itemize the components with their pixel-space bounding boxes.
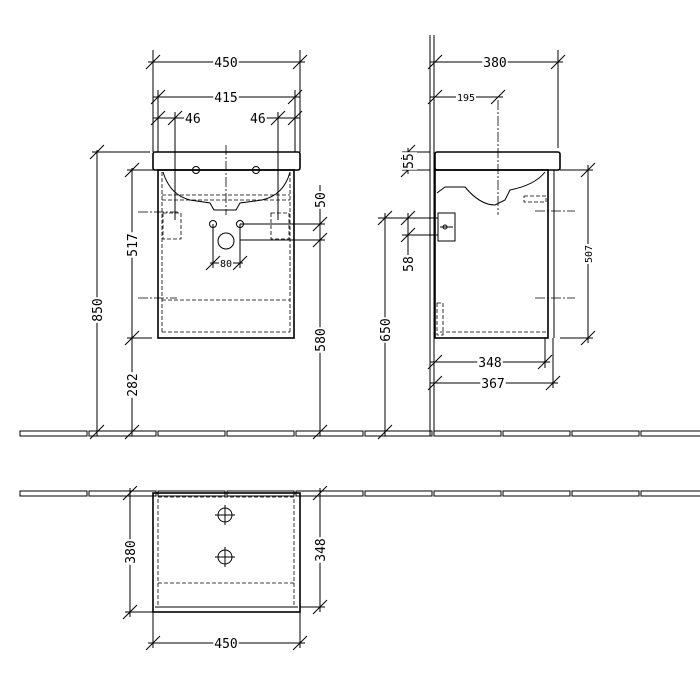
label-backing — [314, 191, 329, 209]
cabinet-side — [434, 169, 549, 339]
floor-tile — [571, 490, 640, 497]
front-view: 450 415 46 46 850 517 282 580 50 80 — [89, 50, 329, 440]
label-backing — [379, 317, 394, 343]
label-backing — [213, 91, 239, 106]
dim-580: 580 — [314, 328, 329, 351]
label-backing — [314, 327, 329, 353]
floor-tile — [640, 430, 700, 437]
dim-380-plan: 380 — [124, 540, 139, 563]
side-view: 380 195 55 58 650 507 348 367 — [377, 35, 596, 440]
floor-tile — [295, 490, 364, 497]
label-backing — [184, 112, 202, 127]
label-backing — [455, 93, 477, 104]
label-backing — [126, 232, 141, 258]
floor-tile — [88, 490, 157, 497]
dim-507: 507 — [584, 245, 595, 263]
dim-450: 450 — [214, 56, 237, 71]
floor-tile — [364, 490, 433, 497]
floor-tile — [157, 430, 226, 437]
cabinet-plan — [152, 492, 301, 613]
bracket-right — [270, 212, 290, 240]
dim-282: 282 — [126, 373, 141, 396]
drain-hole — [217, 232, 235, 250]
floor-tile — [88, 430, 157, 437]
dim-55: 55 — [402, 153, 417, 169]
floor-tile — [640, 490, 700, 497]
dim-450-plan: 450 — [214, 637, 237, 652]
label-backing — [213, 56, 239, 71]
floor-line — [19, 430, 700, 437]
label-backing — [213, 637, 239, 652]
dim-367: 367 — [481, 377, 504, 392]
floor-tile — [364, 430, 433, 437]
dim-415: 415 — [214, 91, 237, 106]
dim-348-side: 348 — [478, 356, 501, 371]
wall-line-plan — [19, 490, 700, 497]
basin-bowl — [162, 171, 291, 211]
floor-tile — [433, 490, 502, 497]
label-backing — [314, 537, 329, 563]
label-backing — [477, 356, 503, 371]
dim-850: 850 — [91, 298, 106, 321]
dim-195: 195 — [457, 93, 475, 104]
label-backing — [249, 112, 267, 127]
label-backing — [91, 297, 106, 323]
dim-46-right: 46 — [250, 112, 266, 127]
floor-tile — [433, 430, 502, 437]
plan-view: 380 348 450 — [122, 485, 329, 652]
dim-517: 517 — [126, 233, 141, 256]
label-backing — [218, 259, 234, 270]
floor-tile — [19, 430, 88, 437]
label-backing — [482, 56, 508, 71]
dim-348-plan: 348 — [314, 538, 329, 561]
floor-tile — [295, 430, 364, 437]
floor-tile — [502, 490, 571, 497]
dim-380-side: 380 — [483, 56, 506, 71]
bracket-left — [162, 212, 182, 240]
dim-650: 650 — [379, 318, 394, 341]
label-backing — [584, 243, 595, 265]
label-backing — [402, 255, 417, 273]
floor-tile — [19, 490, 88, 497]
floor-tile — [502, 430, 571, 437]
dim-50: 50 — [314, 192, 329, 208]
label-backing — [126, 372, 141, 398]
basin-side — [434, 151, 561, 171]
label-backing — [480, 377, 506, 392]
dim-80: 80 — [220, 259, 232, 270]
wall-bracket — [437, 212, 456, 242]
floor-tile — [571, 430, 640, 437]
dim-46-left: 46 — [185, 112, 201, 127]
basin-bowl-side — [436, 171, 546, 206]
label-backing — [124, 539, 139, 565]
dim-58: 58 — [402, 256, 417, 272]
floor-tile — [226, 430, 295, 437]
label-backing — [402, 152, 417, 170]
